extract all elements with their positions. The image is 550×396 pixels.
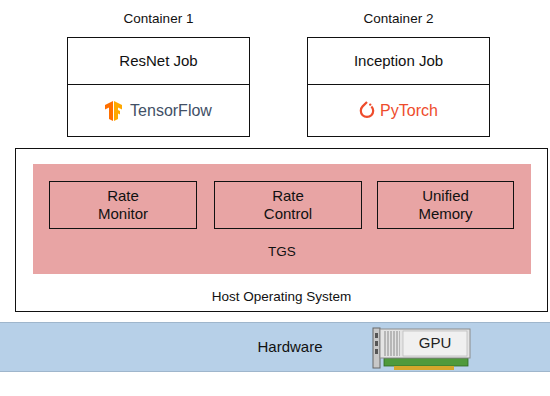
node-label: Container 1 (67, 10, 250, 28)
node-label: Rate Monitor (84, 187, 162, 223)
node-label: Hardware (215, 338, 365, 356)
node-label: Host Operating System (16, 288, 547, 306)
node-label: Inception Job (354, 52, 443, 70)
container: Container 2 Inception Job PyTorch (307, 8, 490, 137)
framework-box: PyTorch (307, 84, 490, 137)
node-label: TGS (33, 243, 531, 261)
node-label: Unified Memory (407, 187, 485, 223)
container: Container 1 ResNet Job TensorFlow (67, 8, 250, 137)
node-label: TensorFlow (130, 102, 212, 120)
node-label: ResNet Job (119, 52, 197, 70)
framework-box: TensorFlow (67, 84, 250, 137)
hardware-band: Hardware GPU (0, 322, 550, 372)
job-box: ResNet Job (67, 37, 250, 85)
module-box: Rate Monitor (49, 181, 197, 229)
module-box: Rate Control (214, 181, 362, 229)
pytorch-logo (359, 101, 375, 121)
gpu-card: GPU (372, 327, 472, 371)
tensorflow-logo (105, 101, 123, 121)
node-label: Rate Control (249, 187, 327, 223)
tgs-band: TGS Rate Monitor Rate Control Unified Memor… (33, 164, 531, 274)
host-os-box: Host Operating System TGS Rate Monitor Rate… (15, 148, 548, 312)
node-label: PyTorch (380, 102, 438, 120)
node-label: GPU (403, 334, 467, 352)
module-box: Unified Memory (377, 181, 514, 229)
job-box: Inception Job (307, 37, 490, 85)
node-label: Container 2 (307, 10, 490, 28)
